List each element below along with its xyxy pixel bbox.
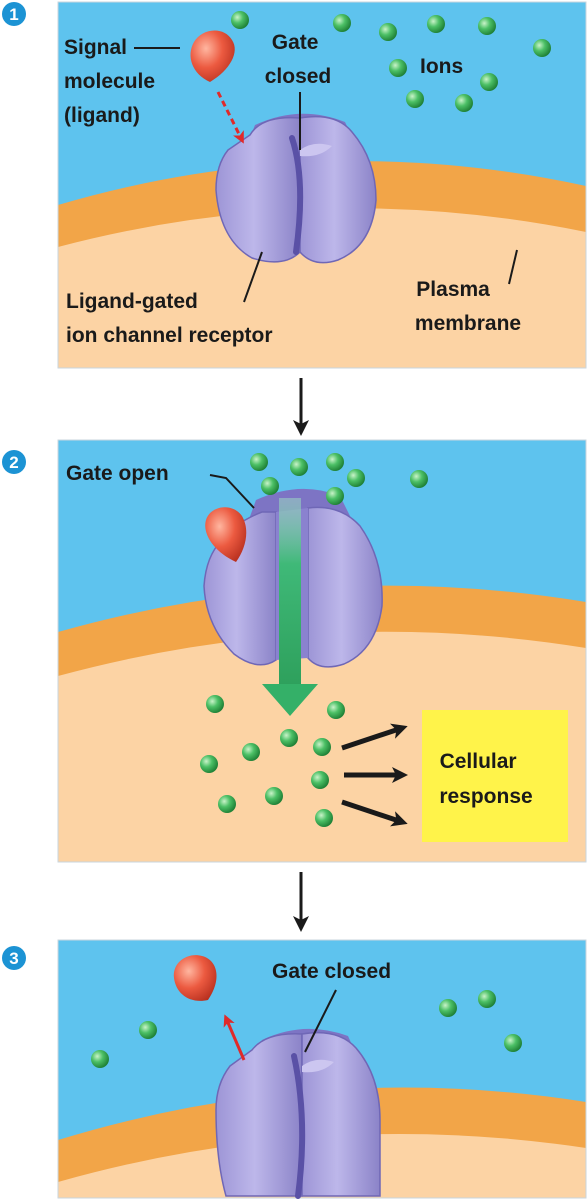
ligand-molecule: [190, 30, 235, 82]
step-3-badge: 3: [2, 946, 26, 970]
panel-2: 2: [2, 439, 587, 863]
step-3-number: 3: [9, 949, 18, 968]
cytoplasm: [58, 208, 586, 368]
step-2-badge: 2: [2, 450, 26, 474]
cellular-response-box: [422, 710, 568, 842]
gate-open-label: Gate open: [66, 462, 169, 485]
receptor-closed: [215, 113, 377, 264]
ligand-label: Signal molecule (ligand): [64, 36, 161, 127]
step-1-badge: 1: [2, 2, 26, 26]
receptor-label: Ligand-gated ion channel receptor: [66, 290, 273, 347]
ions-extracellular-1: [231, 11, 551, 112]
ligand-released: [173, 955, 217, 1001]
ligand-bound: [205, 507, 247, 562]
gate-closed-label-1: Gate closed: [265, 31, 332, 88]
membrane-label: Plasma membrane: [415, 278, 521, 335]
gate-open-leader-line: [209, 474, 255, 509]
panel-1: 1 Signal molecule (ligand): [2, 1, 587, 369]
ions-extracellular-3: [91, 990, 522, 1068]
gate-closed-label-3: Gate closed: [272, 960, 391, 983]
step-2-number: 2: [9, 453, 18, 472]
response-arrows: [341, 723, 408, 827]
membrane-leader-line: [508, 249, 518, 285]
gate-leader-line-3: [304, 989, 337, 1053]
ions-extracellular-2: [250, 453, 428, 505]
ligand-approach-arrow: [216, 91, 244, 144]
ions-intracellular-2: [200, 695, 345, 827]
receptor-leader-line: [243, 251, 263, 303]
ions-label: Ions: [420, 55, 463, 78]
cellular-response-label: Cellular response: [439, 750, 532, 808]
ion-flow-arrow: [262, 498, 318, 716]
receptor-closed-again: [215, 1028, 381, 1199]
step-1-number: 1: [9, 5, 18, 24]
panel-3: 3 Gate closed: [2, 939, 587, 1199]
ligand-release-arrow: [223, 1014, 246, 1061]
